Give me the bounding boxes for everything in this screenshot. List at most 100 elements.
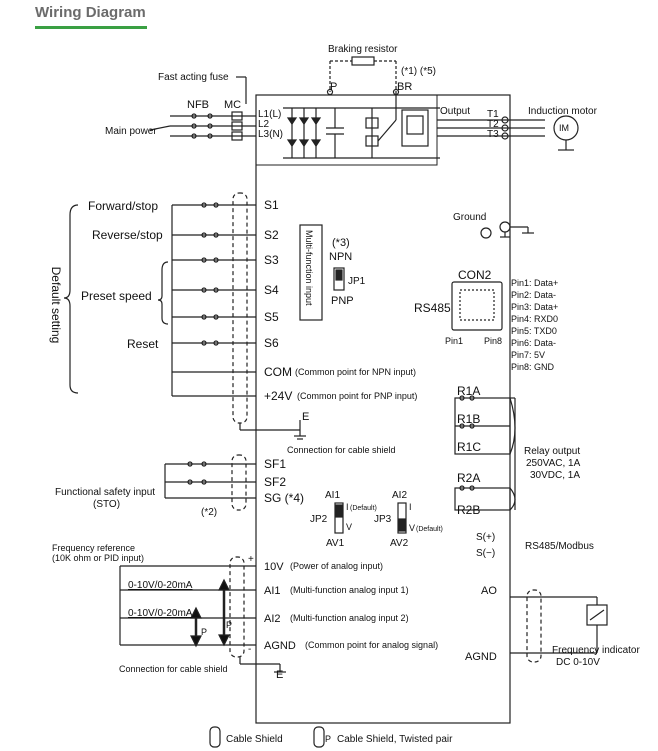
- av1-label: AV1: [326, 538, 345, 549]
- sf2-terminal: SF2: [264, 475, 286, 489]
- com-desc: (Common point for NPN input): [295, 367, 416, 377]
- header: Wiring Diagram: [0, 0, 658, 30]
- default-2: (Default): [416, 526, 443, 533]
- con2-label: CON2: [458, 268, 492, 282]
- pin-item: Pin8: GND: [511, 362, 555, 372]
- i-2: I: [409, 502, 412, 512]
- pin1-label: Pin1: [445, 336, 463, 346]
- fuse-label: Fast acting fuse: [158, 72, 229, 83]
- note-15: (*1) (*5): [401, 66, 436, 77]
- t1-label: T1: [487, 109, 499, 120]
- pin-item: Pin6: Data-: [511, 338, 556, 348]
- av2-label: AV2: [390, 538, 409, 549]
- default-1: (Default): [350, 505, 377, 512]
- s-plus-label: S(+): [476, 532, 495, 543]
- reverse-label: Reverse/stop: [92, 228, 163, 242]
- mc-label: MC: [224, 99, 241, 111]
- t2-label: T2: [487, 119, 499, 130]
- pin-item: Pin1: Data+: [511, 278, 558, 288]
- npn-label: NPN: [329, 251, 352, 263]
- relay-output-label: Relay output: [524, 446, 580, 457]
- freq-ref-sub: (10K ohm or PID input): [52, 553, 144, 563]
- pin-list: Pin1: Data+ Pin2: Data- Pin3: Data+ Pin4…: [511, 278, 558, 372]
- legend-shield-icon: [209, 726, 221, 748]
- freq-ref-label: Frequency reference: [52, 543, 135, 553]
- s1-terminal: S1: [264, 198, 279, 212]
- inverter-block: [401, 109, 429, 147]
- legend-twisted-label: Cable Shield, Twisted pair: [337, 734, 453, 745]
- reset-label: Reset: [127, 337, 159, 351]
- preset-label: Preset speed: [81, 289, 152, 303]
- ai1-terminal: AI1: [264, 585, 281, 597]
- title-underline: [35, 26, 147, 29]
- minus-sign: -: [248, 644, 251, 655]
- p-label-2: P: [226, 620, 232, 630]
- legend-p: P: [325, 734, 331, 744]
- legend-shield-label: Cable Shield: [226, 734, 283, 745]
- l3-label: L3(N): [258, 129, 283, 140]
- pin-item: Pin2: Data-: [511, 290, 556, 300]
- s-minus-label: S(−): [476, 548, 495, 559]
- legend-twisted-icon: [313, 726, 325, 748]
- v-1: V: [346, 522, 352, 532]
- range-2: 0-10V/0-20mA: [128, 608, 193, 619]
- e-terminal-2: E: [276, 669, 283, 681]
- r2b-terminal: R2B: [457, 503, 480, 517]
- ao-terminal: AO: [481, 585, 497, 597]
- braking-resistor-label: Braking resistor: [328, 44, 398, 55]
- e-terminal: E: [302, 411, 309, 423]
- t3-label: T3: [487, 129, 499, 140]
- com-terminal: COM: [264, 365, 292, 379]
- r1a-terminal: R1A: [457, 384, 480, 398]
- ai2-terminal: AI2: [264, 613, 281, 625]
- v24-desc: (Common point for PNP input): [297, 391, 417, 401]
- ai1-desc: (Multi-function analog input 1): [290, 585, 409, 595]
- output-label: Output: [440, 106, 470, 117]
- braking-resistor: [351, 56, 375, 66]
- jp2-label: JP2: [310, 514, 328, 525]
- dc-capacitor: [326, 108, 344, 158]
- con2-connector: [451, 281, 503, 331]
- default-setting-label: Default setting: [49, 267, 63, 344]
- jp1-label: JP1: [348, 276, 366, 287]
- sf1-terminal: SF1: [264, 457, 286, 471]
- s4-terminal: S4: [264, 283, 279, 297]
- relay-spec-1: 250VAC, 1A: [526, 458, 581, 469]
- pin-item: Pin3: Data+: [511, 302, 558, 312]
- forward-label: Forward/stop: [88, 199, 158, 213]
- safety-label: Functional safety input: [55, 487, 155, 498]
- dc-range-label: DC 0-10V: [556, 657, 600, 668]
- v-2: V: [409, 523, 415, 533]
- s5-terminal: S5: [264, 310, 279, 324]
- main-breakers: [191, 111, 243, 141]
- cable-shield-label-1: Connection for cable shield: [287, 445, 396, 455]
- l2-label: L2: [258, 119, 270, 130]
- motor-symbol: IM: [559, 123, 569, 133]
- l1-label: L1(L): [258, 109, 281, 120]
- s3-terminal: S3: [264, 253, 279, 267]
- r1b-terminal: R1B: [457, 412, 480, 426]
- pin-item: Pin5: TXD0: [511, 326, 557, 336]
- nfb-label: NFB: [187, 99, 209, 111]
- pin-item: Pin4: RXD0: [511, 314, 558, 324]
- motor-label: Induction motor: [528, 106, 598, 117]
- ai1-jumper-label: AI1: [325, 490, 340, 501]
- brake-chopper: [365, 92, 397, 158]
- ai2-desc: (Multi-function analog input 2): [290, 613, 409, 623]
- multi-input-box: [299, 224, 323, 321]
- agnd-desc: (Common point for analog signal): [305, 640, 438, 650]
- range-1: 0-10V/0-20mA: [128, 580, 193, 591]
- p-label-1: P: [201, 627, 207, 637]
- multi-input-label: Multi-function input: [304, 230, 314, 306]
- pnp-label: PNP: [331, 295, 354, 307]
- ground-label: Ground: [453, 212, 486, 223]
- analog-output: [510, 589, 608, 663]
- s2-terminal: S2: [264, 228, 279, 242]
- 10v-desc: (Power of analog input): [290, 561, 383, 571]
- digital-inputs: [171, 192, 256, 424]
- p-terminal: P: [330, 81, 337, 93]
- page-title: Wiring Diagram: [35, 4, 146, 21]
- i-1: I: [346, 502, 349, 512]
- sto-label: (STO): [93, 499, 120, 510]
- relay-contacts: [454, 395, 516, 511]
